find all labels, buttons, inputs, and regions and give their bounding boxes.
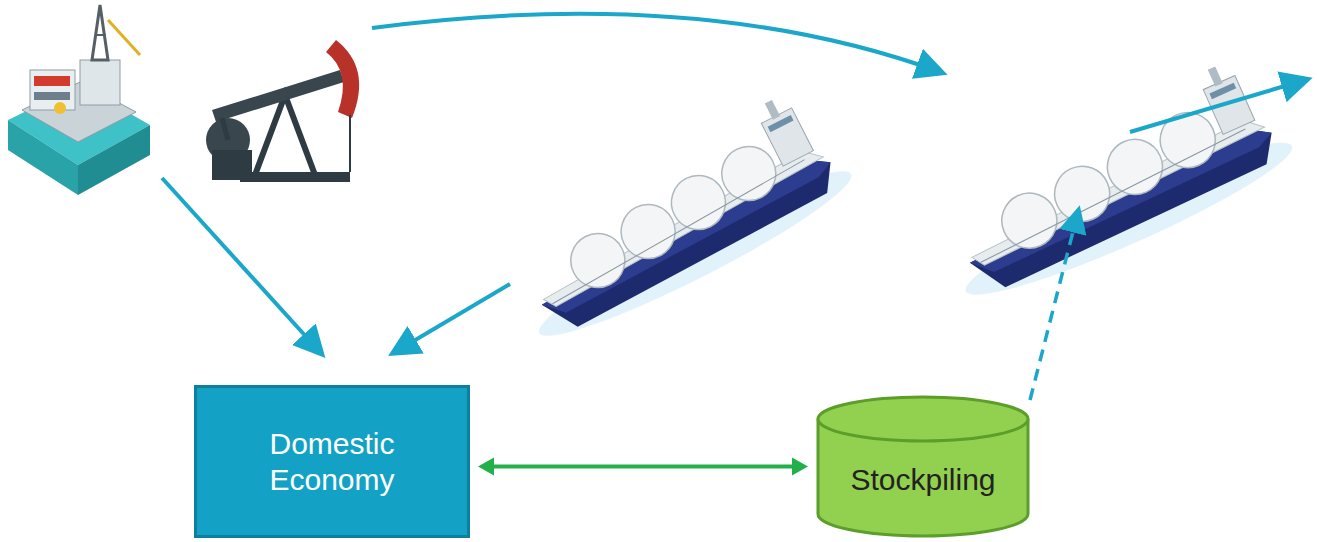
flow-arrow — [395, 284, 510, 352]
flow-arrow — [162, 178, 320, 352]
lng-ship — [924, 51, 1302, 314]
flow-arrow — [1130, 80, 1305, 132]
oil-rig — [8, 5, 150, 195]
lng-ship — [493, 83, 862, 354]
process-box: Domestic Economy — [194, 385, 470, 538]
flow-arrow — [372, 14, 940, 72]
storage-cylinder: Stockpiling — [816, 395, 1030, 538]
pump-jack — [206, 40, 359, 182]
release-arrow — [1030, 212, 1078, 400]
connector-arrow — [478, 458, 808, 476]
node-label: Domestic Economy — [242, 426, 422, 498]
node-label: Stockpiling — [850, 462, 995, 498]
